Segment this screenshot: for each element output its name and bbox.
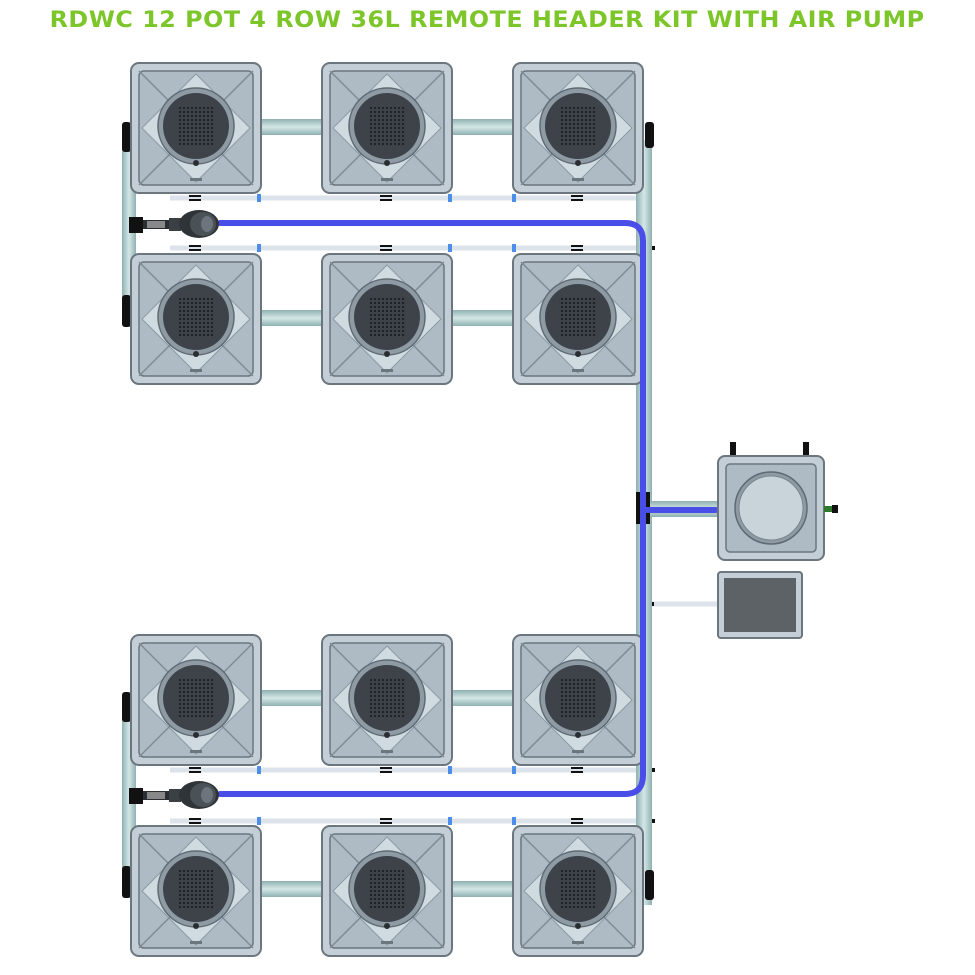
drain-line-markers [257,194,516,825]
pipe-end-caps [122,122,654,900]
pot-icon [130,825,262,957]
pot-icon [321,62,453,194]
pot-icon [512,253,644,385]
pot-icon [130,634,262,766]
air-stone-icon [129,210,219,238]
header-tank-icon [717,442,838,561]
pot-icon [512,825,644,957]
pot-icon [321,825,453,957]
air-stone-icon [129,781,219,809]
drain-lines [170,195,718,824]
air-pump-icon [717,571,803,639]
pot-icon [512,62,644,194]
pot-icon [321,634,453,766]
pot-icon [130,62,262,194]
air-lines [217,220,719,797]
pot-icon [512,634,644,766]
diagram-title: RDWC 12 POT 4 ROW 36L REMOTE HEADER KIT … [0,8,975,38]
pot-icon [130,253,262,385]
diagram-title-text: RDWC 12 POT 4 ROW 36L REMOTE HEADER KIT … [49,8,926,33]
pot-icon [321,253,453,385]
